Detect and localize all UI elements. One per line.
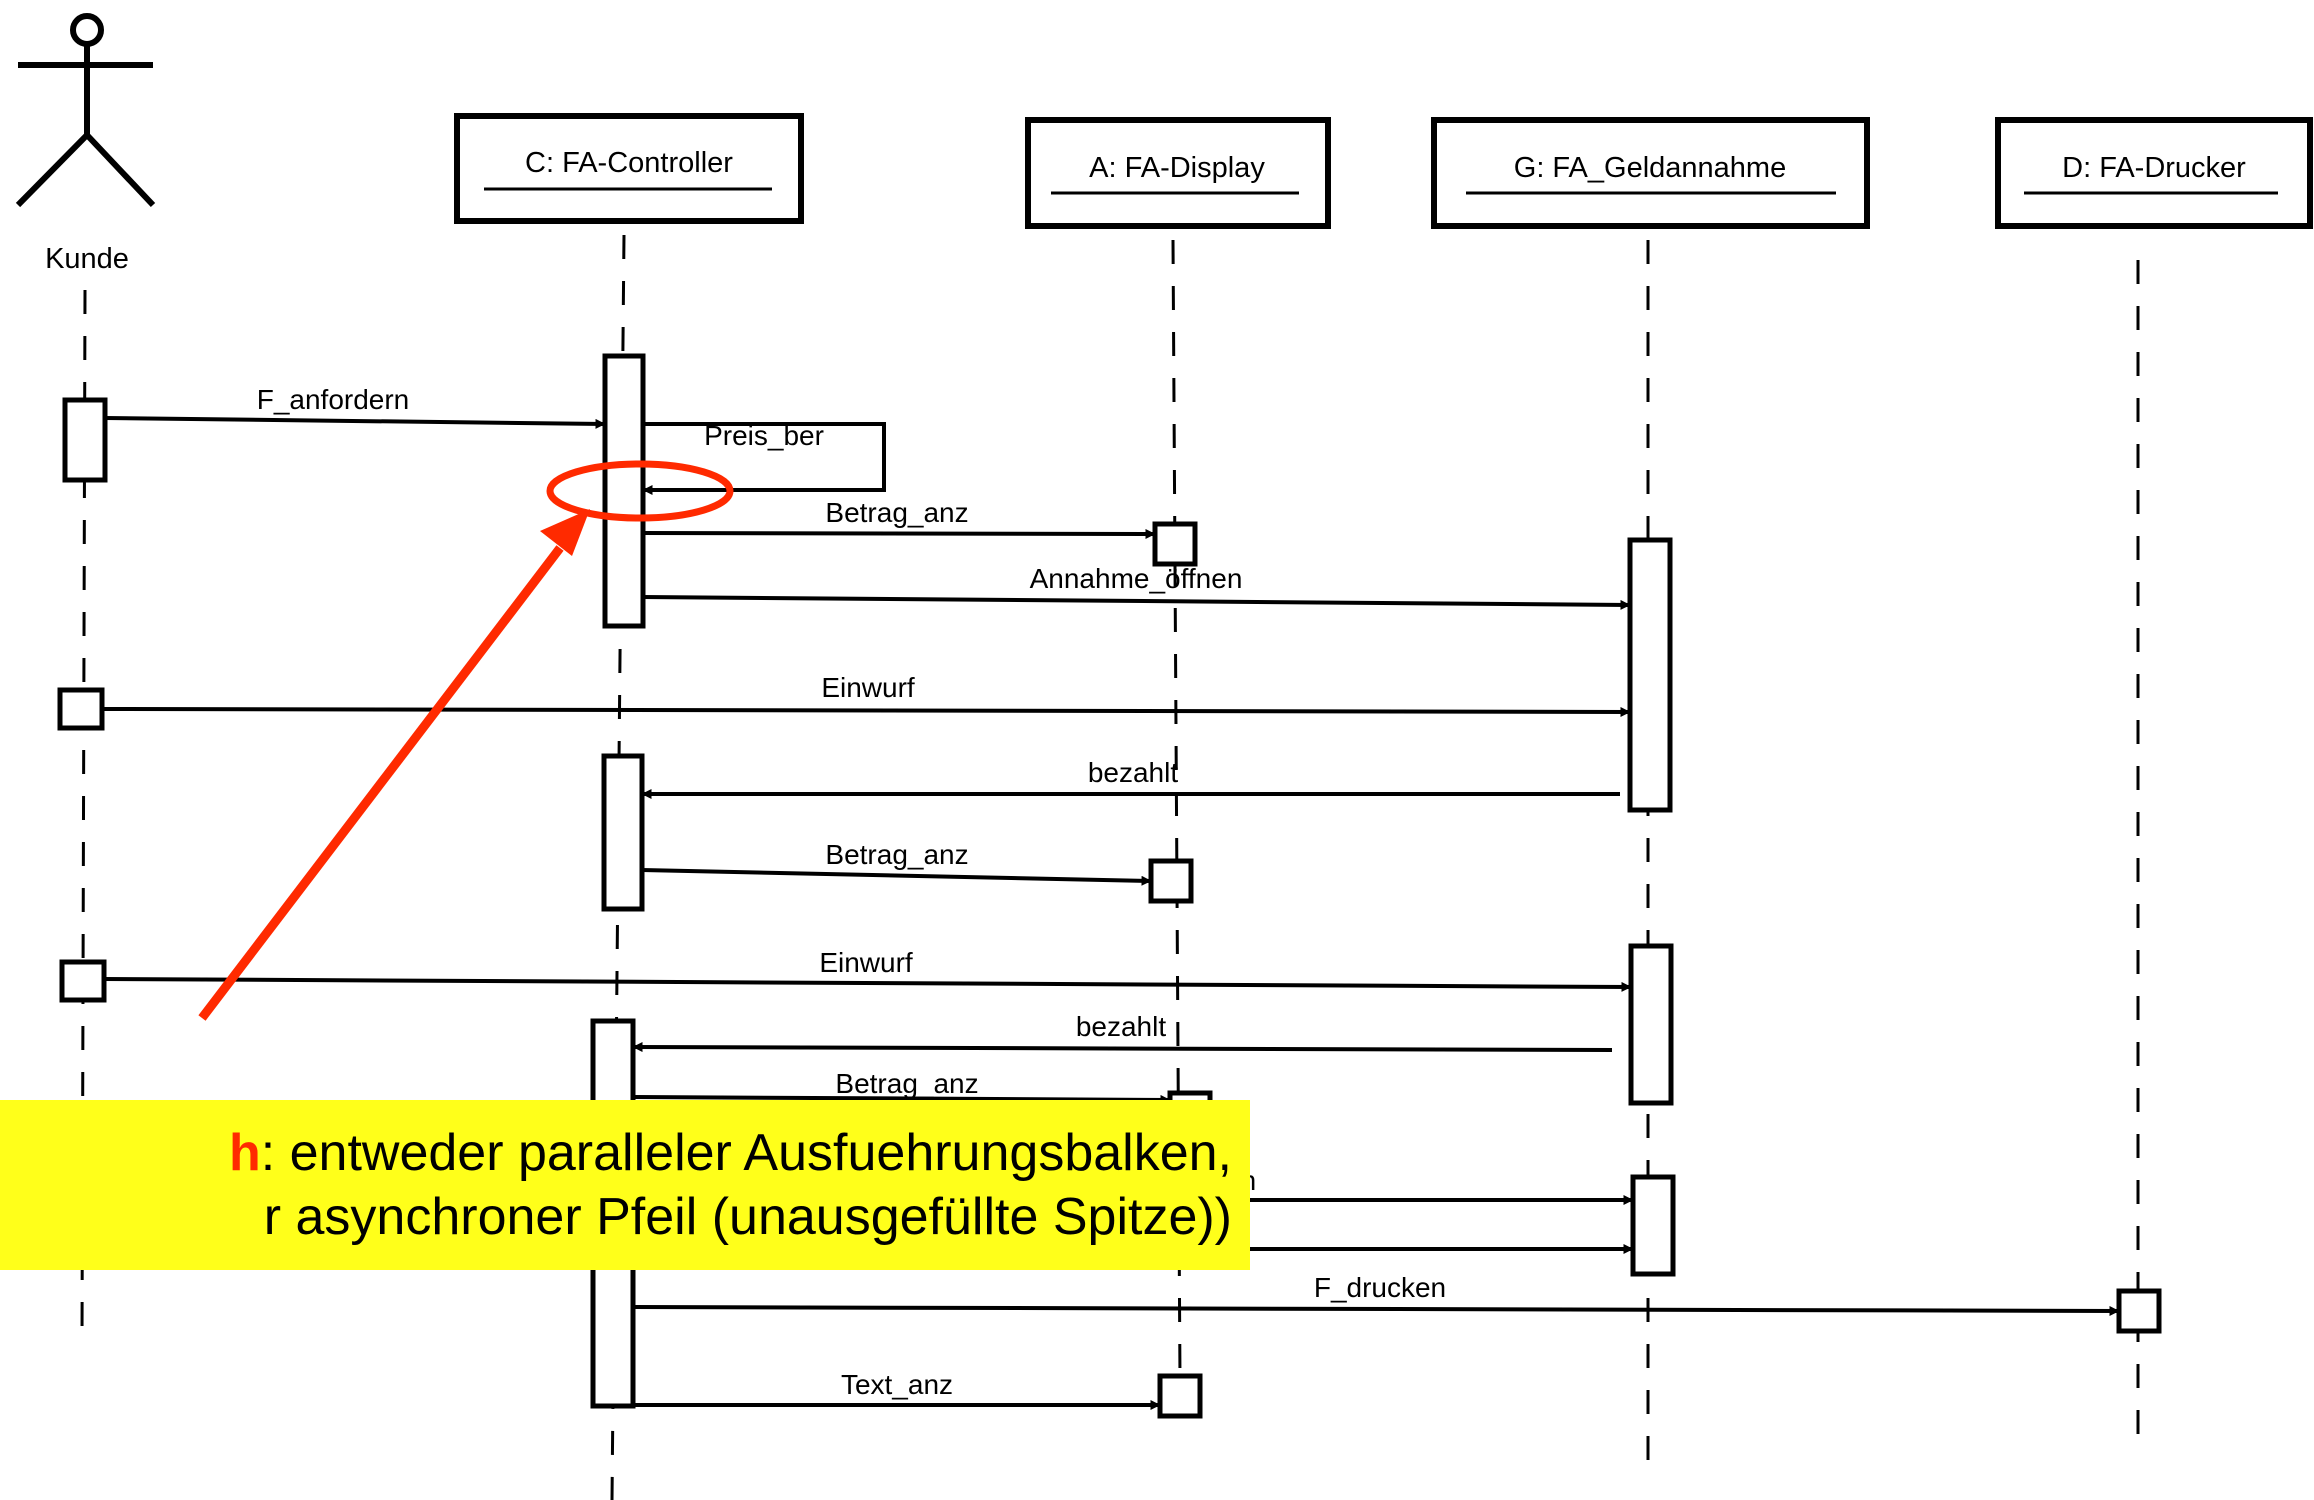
callout-line-1: h: entweder paralleler Ausfuehrungsbalke…	[229, 1122, 1232, 1184]
object-box-drucker: D: FA-Drucker	[1995, 117, 2313, 229]
message-label-f-anfordern: F_anfordern	[257, 384, 410, 415]
activation-display-1	[1152, 521, 1198, 567]
pointer-arrow-line	[198, 545, 564, 1021]
lifeline-display	[1171, 239, 1182, 1381]
object-label-display: A: FA-Display	[1089, 152, 1265, 184]
message-label-betrag-anz-3: Betrag_anz	[835, 1068, 978, 1099]
message-label-bezahlt-2: bezahlt	[1076, 1011, 1167, 1042]
object-box-controller: C: FA-Controller	[454, 113, 804, 224]
activation-display-4	[1157, 1373, 1203, 1419]
object-label-geldannahme: G: FA_Geldannahme	[1514, 152, 1786, 184]
activation-geldannahme-3	[1630, 1174, 1676, 1277]
activation-display-2	[1148, 858, 1194, 904]
message-arrow-betrag-anz-1	[642, 528, 1156, 539]
message-arrow-f-drucken	[632, 1305, 2120, 1316]
activation-drucker-1	[2116, 1288, 2162, 1334]
activation-geldannahme-1	[1627, 537, 1673, 813]
message-label-einwurf-1: Einwurf	[821, 672, 915, 703]
annotation-callout: h: entweder paralleler Ausfuehrungsbalke…	[0, 1100, 1250, 1270]
object-box-display: A: FA-Display	[1025, 117, 1331, 229]
actor-label: Kunde	[45, 243, 129, 275]
actor-kunde-icon	[15, 13, 156, 208]
message-label-preis-ber: Preis_ber	[704, 420, 824, 451]
message-arrow-f-anfordern	[104, 416, 606, 429]
message-label-betrag-anz-2: Betrag_anz	[825, 839, 968, 870]
callout-highlight: h	[228, 1124, 261, 1182]
message-label-bezahlt-1: bezahlt	[1088, 757, 1179, 788]
message-arrow-preis-ber	[642, 422, 886, 495]
message-arrow-einwurf-2	[103, 977, 1632, 992]
activation-controller-1	[602, 353, 646, 629]
object-box-geldannahme: G: FA_Geldannahme	[1431, 117, 1870, 229]
message-label-annahme-oeffnen: Annahme_öffnen	[1030, 563, 1243, 594]
activation-geldannahme-2	[1628, 943, 1674, 1106]
message-label-betrag-anz-1: Betrag_anz	[825, 497, 968, 528]
activation-kunde-3	[59, 959, 107, 1003]
message-arrow-einwurf-1	[101, 706, 1631, 717]
message-label-text-anz: Text_anz	[841, 1369, 953, 1400]
message-arrow-betrag-anz-3	[632, 1094, 1171, 1105]
callout-line-2: r asynchroner Pfeil (unausgefüllte Spitz…	[263, 1188, 1232, 1246]
message-arrow-betrag-anz-2	[641, 868, 1152, 886]
message-label-einwurf-2: Einwurf	[819, 947, 913, 978]
activation-kunde-2	[57, 687, 105, 731]
object-label-drucker: D: FA-Drucker	[2062, 152, 2246, 184]
object-label-controller: C: FA-Controller	[525, 147, 733, 179]
callout-line-1-text: : entweder paralleler Ausfuehrungsbalken…	[260, 1124, 1232, 1182]
activation-kunde-1	[62, 397, 108, 483]
message-arrow-annahme-oeffnen	[642, 595, 1631, 610]
highlight-ellipse	[546, 460, 734, 522]
pointer-arrowhead-icon	[540, 509, 590, 556]
message-arrow-bezahlt-2	[632, 1042, 1613, 1053]
message-label-f-drucken: F_drucken	[1314, 1272, 1446, 1303]
activation-controller-2	[601, 753, 645, 912]
